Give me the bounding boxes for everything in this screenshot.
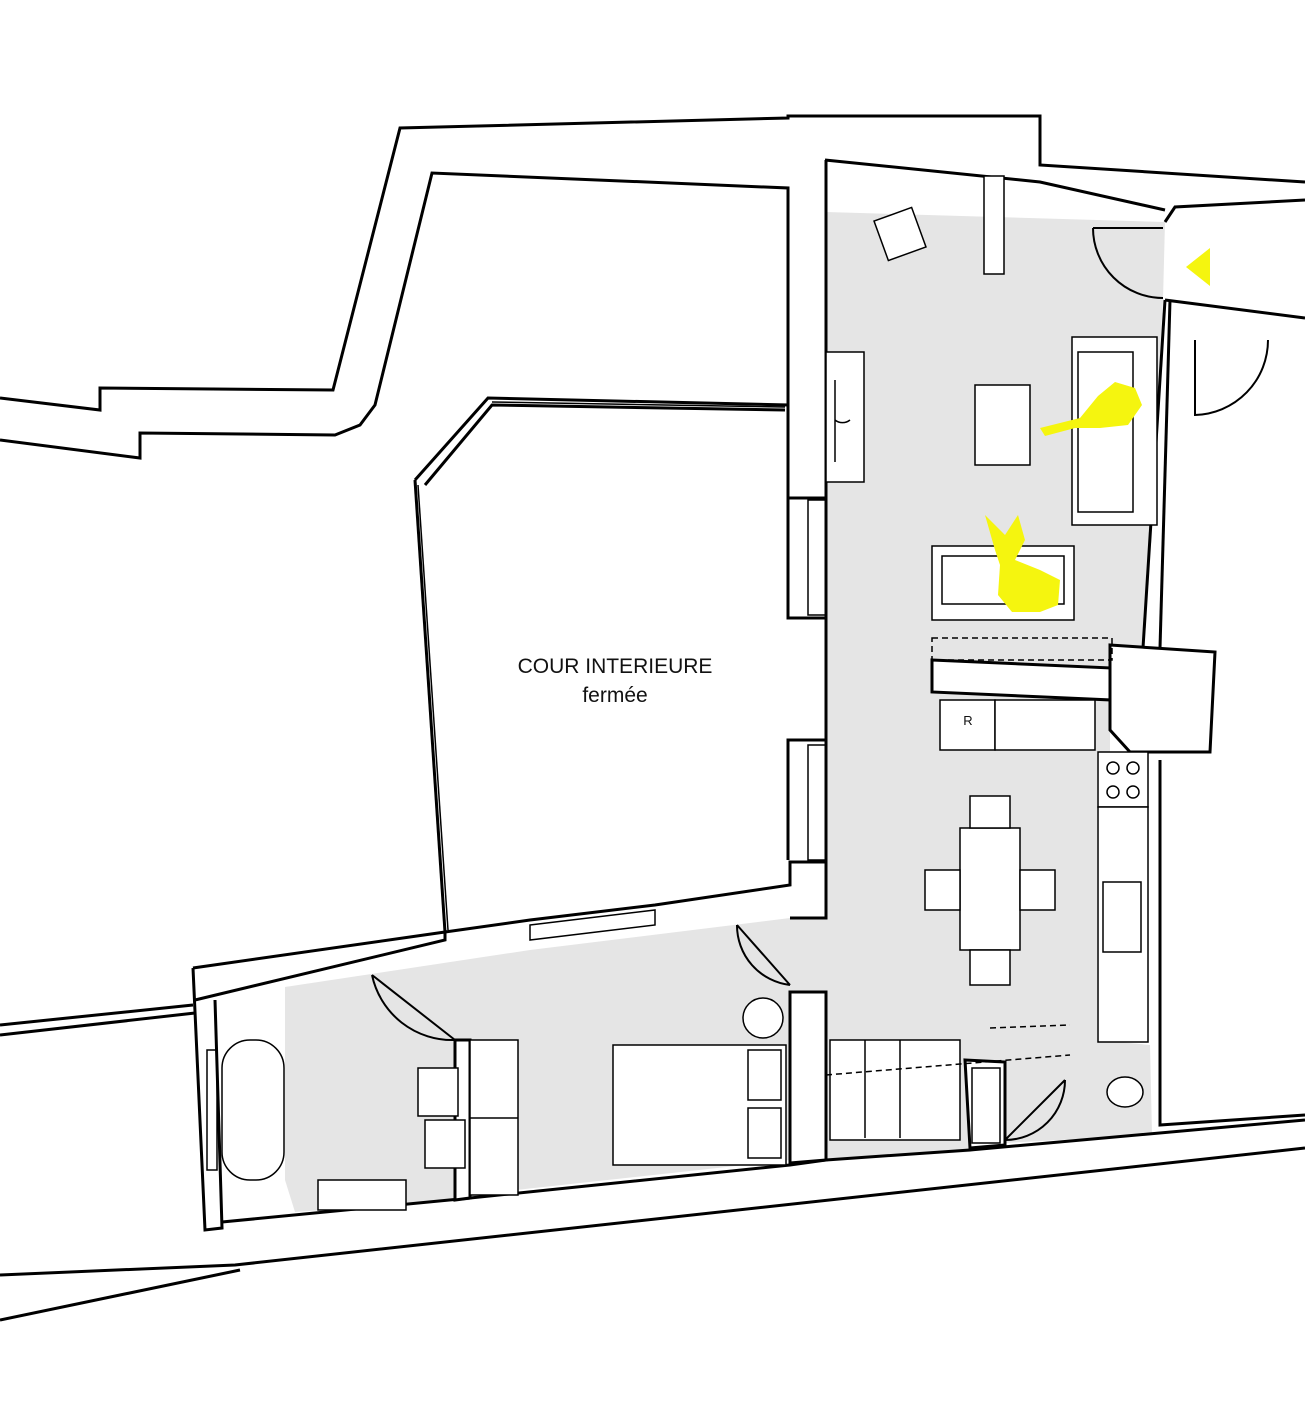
- bedroom-door: [735, 924, 791, 986]
- tv-line: [834, 380, 851, 462]
- pillow-2: [747, 1107, 782, 1159]
- fridge: [939, 699, 996, 751]
- armchair-top: [873, 206, 927, 262]
- bench-top: [983, 175, 1005, 275]
- wc-sink: [971, 1067, 1001, 1144]
- wardrobe-dashed-2: [989, 1024, 1071, 1029]
- north-neighbour-wall: [0, 114, 1305, 412]
- courtyard-wall: [413, 396, 790, 498]
- sofa-right-seat: [1077, 351, 1134, 513]
- windows: [206, 401, 827, 1171]
- hob-ring-4: [1126, 785, 1140, 799]
- courtyard-wall-inner: [423, 403, 786, 486]
- courtyard-title: COUR INTERIEURE: [517, 655, 713, 678]
- west-neighbour-wall: [0, 1003, 194, 1027]
- kitchen-counter: [994, 699, 1096, 751]
- chair-3: [924, 869, 961, 911]
- south-outer-wall-2: [0, 1268, 241, 1322]
- window-courtyard-south: [529, 909, 656, 941]
- bathtub: [221, 1039, 285, 1181]
- coffee-table: [974, 384, 1031, 466]
- courtyard-subtitle: fermée: [582, 684, 648, 707]
- chair-1: [969, 795, 1011, 829]
- living-west-wall-outer: [786, 498, 828, 860]
- south-outer-wall: [0, 1146, 1305, 1277]
- chimney-block: [1108, 643, 1217, 754]
- kitchen-partition: [930, 658, 1114, 702]
- highlights: [985, 248, 1210, 612]
- person-figure-icon-2: [985, 515, 1060, 612]
- washbasin-2: [424, 1119, 466, 1169]
- window-courtyard-west: [417, 484, 449, 931]
- entrance-door: [1092, 227, 1164, 299]
- window-east-2: [807, 744, 827, 861]
- bathroom-door: [371, 974, 456, 1042]
- person-figure-icon: [1040, 382, 1142, 436]
- chair-2: [969, 949, 1011, 986]
- east-room-wall: [1164, 298, 1305, 320]
- fridge-label: R: [963, 713, 973, 728]
- wc-door: [1004, 1079, 1066, 1141]
- counter-dashed: [931, 637, 1113, 661]
- entrance-arrow-icon: [1186, 248, 1210, 286]
- hob-ring-3: [1106, 785, 1120, 799]
- bedroom-living-partition: [788, 990, 828, 1165]
- window-courtyard-north: [491, 401, 786, 408]
- doors: [371, 227, 1269, 1141]
- west-neighbour-wall-2: [0, 1011, 196, 1037]
- wardrobe-dashed: [825, 1054, 1071, 1076]
- bathroom-west-wall: [191, 967, 224, 1232]
- dining-table: [959, 827, 1021, 951]
- courtyard-west-wall: [413, 479, 447, 933]
- top-right-wall: [1163, 198, 1305, 223]
- washbasin-1: [417, 1067, 459, 1117]
- bathroom-floor: [285, 978, 470, 1212]
- bedside-table: [742, 997, 784, 1039]
- north-neighbour-wall-inner: [0, 171, 825, 500]
- sink: [1102, 881, 1142, 953]
- corridor-door: [1194, 339, 1269, 417]
- courtyard-south-wall: [444, 860, 826, 934]
- window-east-1: [807, 499, 827, 616]
- pillow-1: [747, 1049, 782, 1101]
- wardrobe-hall: [829, 1039, 961, 1141]
- window-bathroom: [206, 1049, 218, 1171]
- bedroom-north-wall: [192, 930, 447, 1002]
- hob-ring-1: [1106, 761, 1120, 775]
- furniture: [221, 175, 1158, 1211]
- chair-4: [1019, 869, 1056, 911]
- walls: [0, 114, 1305, 1322]
- right-lower-wall: [1158, 760, 1305, 1127]
- bathroom-shelf: [317, 1179, 407, 1211]
- top-wall-inner: [824, 158, 1166, 212]
- tv-console: [825, 351, 865, 483]
- hob-ring-2: [1126, 761, 1140, 775]
- wc-toilet: [1106, 1076, 1144, 1108]
- hob: [1097, 751, 1149, 808]
- right-corridor-wall: [1158, 299, 1172, 649]
